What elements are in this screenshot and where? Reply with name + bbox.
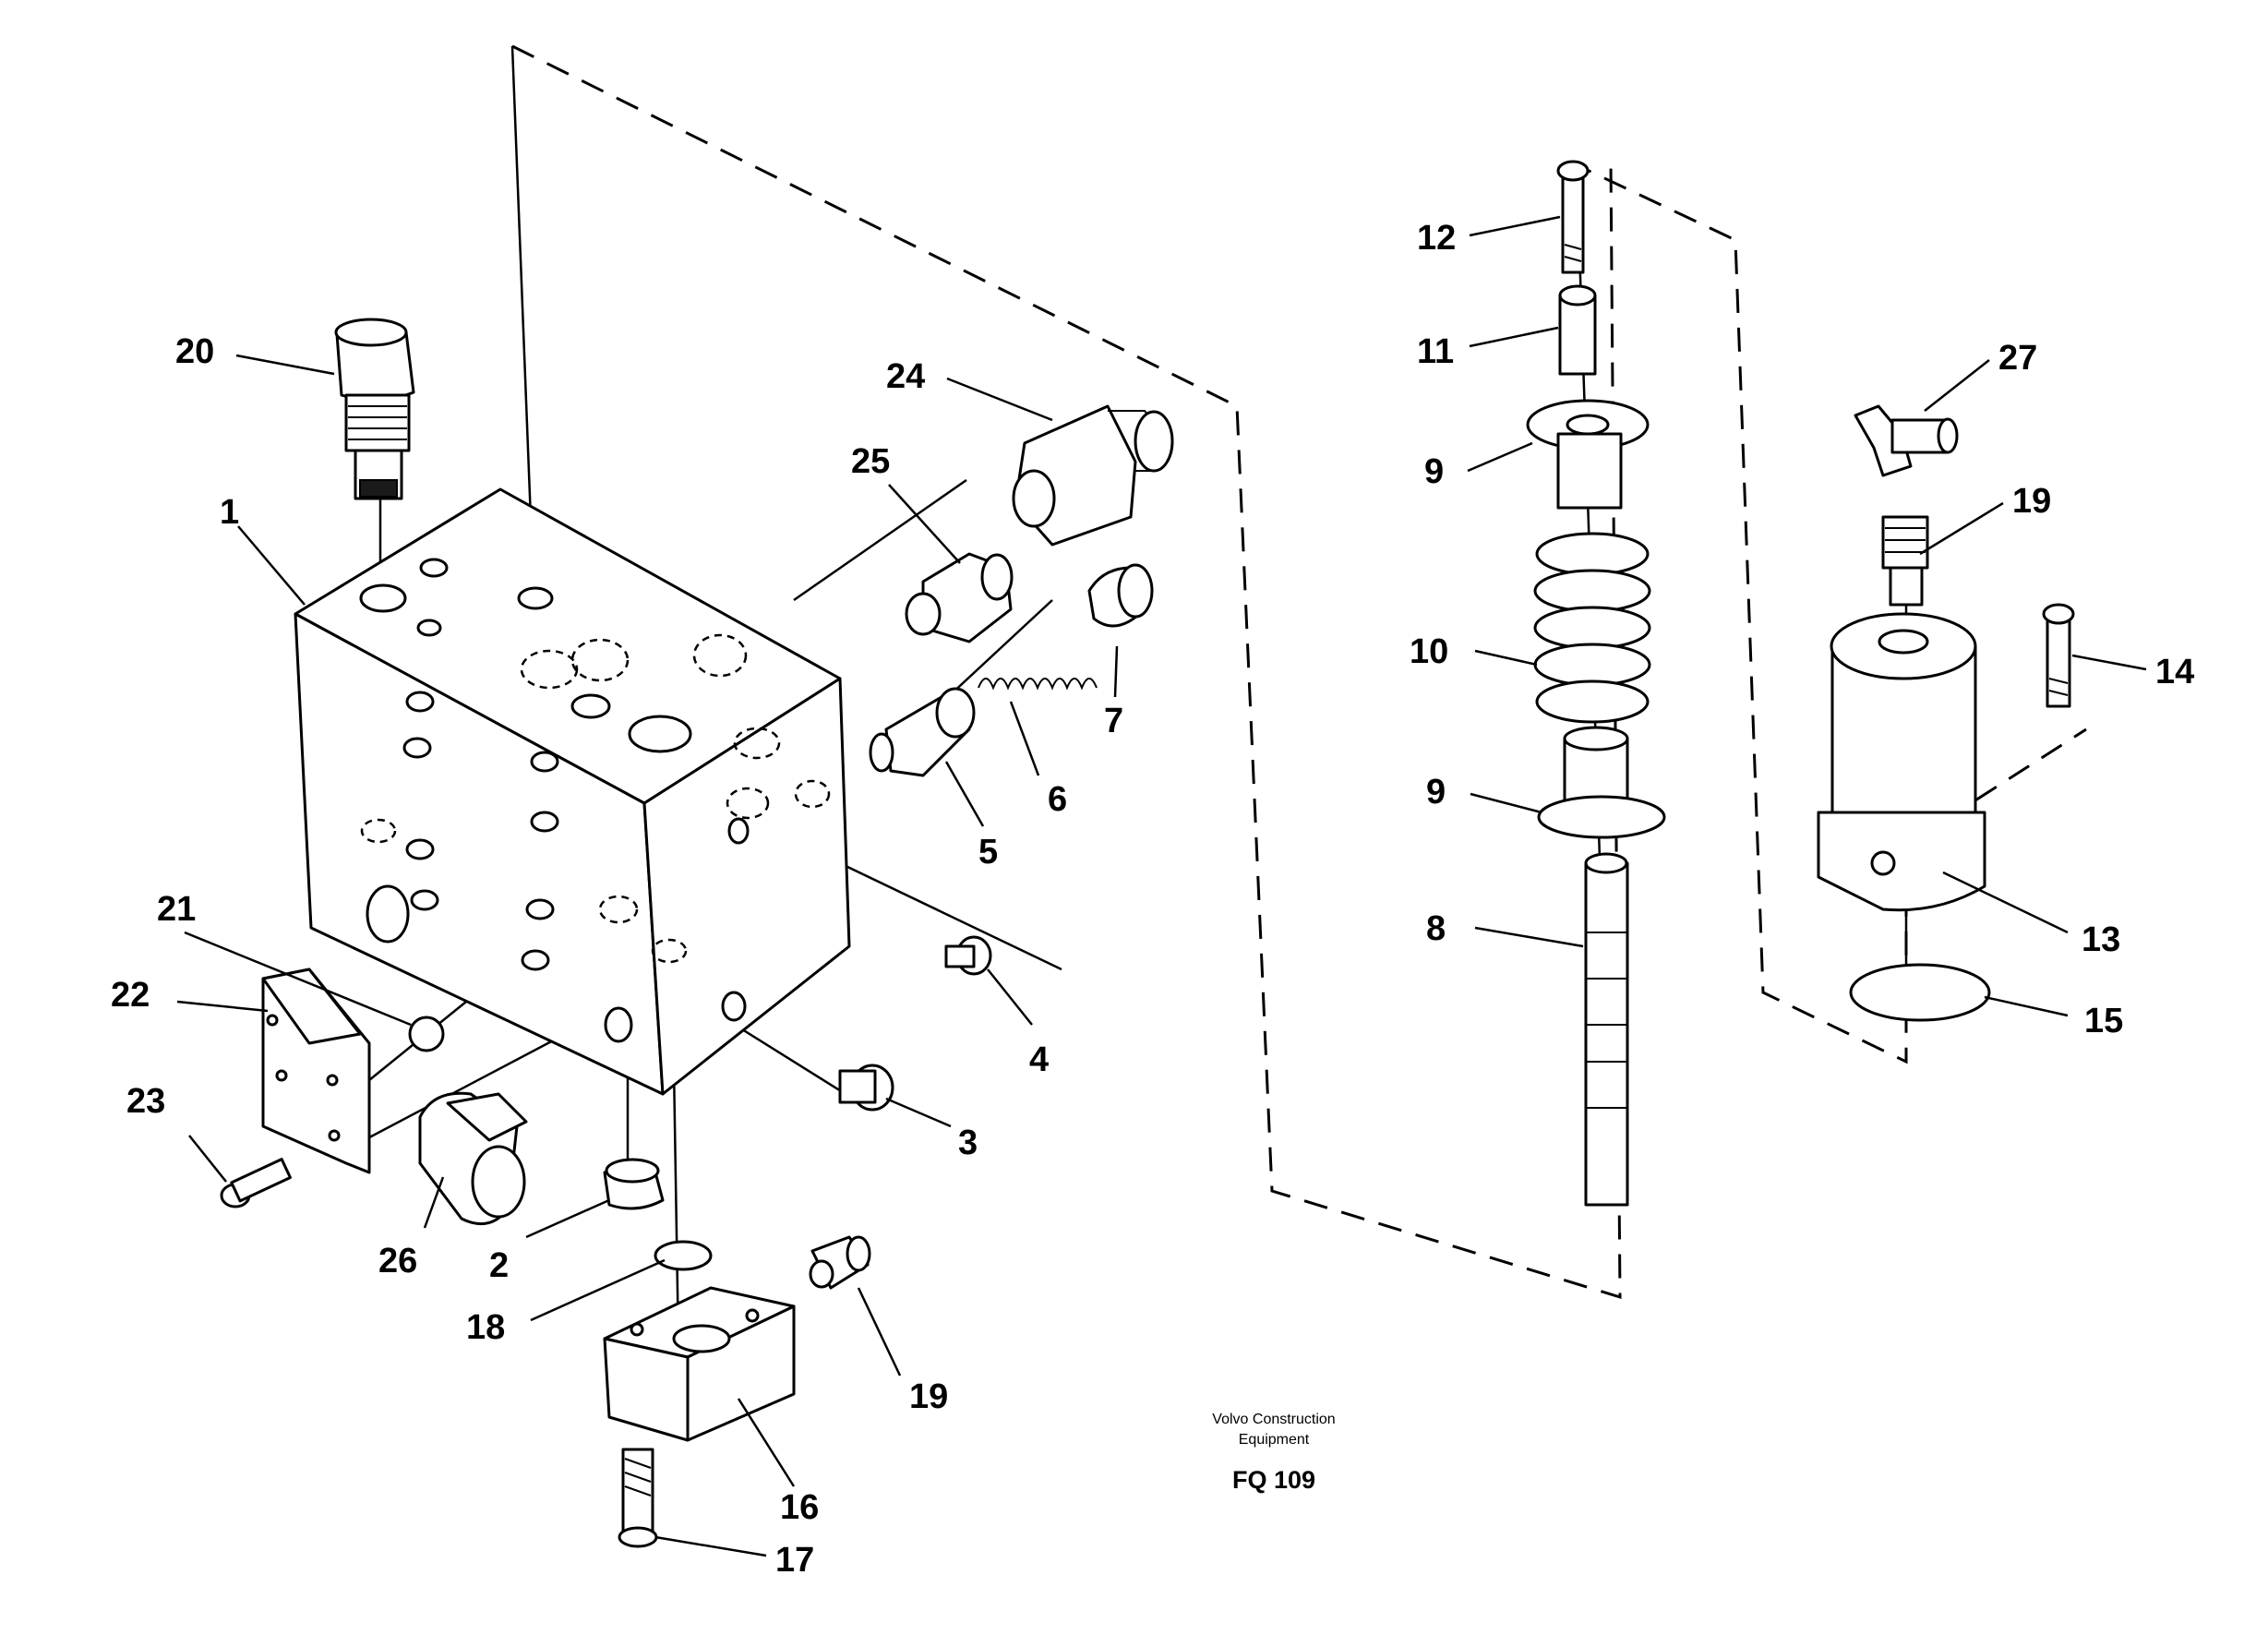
spring-seat-part-9-upper: [1526, 399, 1650, 510]
figure-footer: Volvo Construction Equipment FQ 109: [1212, 1412, 1335, 1494]
plug-part-3: [838, 1064, 894, 1112]
callout-26: 26: [378, 1242, 417, 1280]
o-ring-part-18: [654, 1240, 713, 1271]
callout-10: 10: [1410, 632, 1448, 671]
elbow-fitting-part-26: [418, 1091, 528, 1226]
adapter-fitting-part-24: [1012, 404, 1174, 547]
callout-21: 21: [157, 890, 196, 929]
callout-19-lower: 19: [909, 1377, 948, 1416]
spool-part-8: [1584, 852, 1629, 1207]
callout-18: 18: [466, 1308, 505, 1347]
screw-part-23: [220, 1158, 292, 1208]
callout-2: 2: [489, 1246, 509, 1285]
callout-6: 6: [1048, 780, 1067, 819]
screw-part-17: [618, 1448, 658, 1548]
callout-22: 22: [111, 976, 150, 1015]
spring-part-10: [1533, 532, 1651, 724]
callout-1: 1: [220, 493, 239, 532]
relief-cartridge-part-20: [334, 318, 415, 500]
fitting-part-19-lower: [809, 1235, 871, 1290]
elbow-fitting-part-27: [1854, 404, 1959, 477]
manufacturer-line-2: Equipment: [1239, 1432, 1310, 1448]
callout-14: 14: [2155, 653, 2194, 691]
plug-part-4: [944, 935, 992, 976]
callout-leader-lines: [176, 215, 2147, 1557]
fitting-part-19-upper: [1881, 515, 1929, 607]
dashed-assembly-boundary-right: [1568, 160, 2087, 1064]
callout-9-lower: 9: [1426, 773, 1446, 811]
spring-seat-part-9-lower: [1537, 726, 1666, 839]
callout-16: 16: [780, 1488, 819, 1527]
poppet-part-5: [869, 687, 976, 777]
spring-part-6: [978, 678, 1098, 691]
callout-17: 17: [775, 1541, 814, 1580]
plug-part-2: [603, 1158, 665, 1210]
callout-5: 5: [978, 833, 998, 872]
figure-code: FQ 109: [1232, 1466, 1315, 1494]
flange-block-part-16: [603, 1286, 796, 1442]
callout-23: 23: [126, 1082, 165, 1121]
callout-12: 12: [1417, 219, 1456, 258]
o-ring-part-15: [1849, 963, 1991, 1022]
callout-11: 11: [1417, 332, 1454, 371]
callout-7: 7: [1104, 702, 1123, 740]
manufacturer-line-1: Volvo Construction: [1212, 1412, 1335, 1427]
callout-27: 27: [1998, 339, 2037, 378]
callout-24: 24: [886, 357, 925, 396]
callout-8: 8: [1426, 909, 1446, 948]
callout-13: 13: [2082, 920, 2120, 959]
callout-19-upper: 19: [2012, 482, 2051, 521]
callout-4: 4: [1029, 1040, 1049, 1079]
callout-labels: 20 1 24 25 7 6 5 4 3 21 22 23 26 2 18 19…: [111, 219, 2194, 1580]
callout-20: 20: [175, 332, 214, 371]
callout-25: 25: [851, 442, 890, 481]
screw-part-12: [1556, 160, 1590, 274]
screw-part-14: [2042, 603, 2075, 708]
callout-9-upper: 9: [1424, 452, 1444, 491]
valve-block: [294, 487, 851, 1096]
callout-15: 15: [2084, 1002, 2123, 1040]
housing-part-13: [1817, 612, 1986, 912]
plug-part-7: [1087, 563, 1154, 628]
callout-3: 3: [958, 1124, 978, 1162]
o-ring-part-21: [408, 1016, 445, 1052]
sleeve-part-11: [1558, 284, 1597, 376]
cover-plate-part-22: [261, 968, 371, 1174]
fitting-part-25: [905, 552, 1014, 643]
